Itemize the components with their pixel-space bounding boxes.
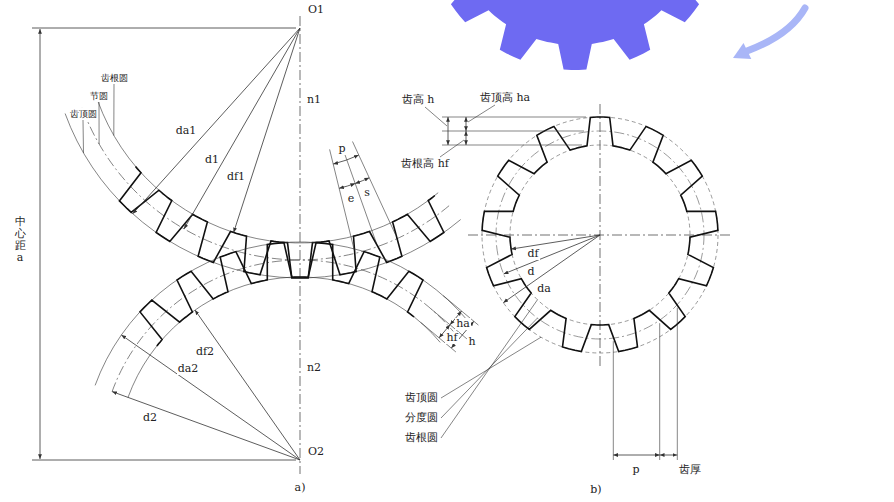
radius-line <box>195 310 300 460</box>
diagram-label: h <box>468 336 477 348</box>
leader-line <box>441 318 537 418</box>
extension-line <box>353 142 396 236</box>
extension-line <box>442 131 584 132</box>
radius-line <box>112 392 300 460</box>
diagram-label: hf <box>445 332 458 344</box>
radius-line <box>133 28 300 214</box>
diagram-label: p <box>338 143 347 155</box>
root-circle <box>128 277 440 397</box>
diagram-label: 齿顶高 ha <box>479 92 531 104</box>
diagram-label: e <box>347 193 356 205</box>
dimension-line <box>466 117 467 131</box>
diagram-label: 齿顶圆 <box>404 392 439 404</box>
gear-profile <box>482 117 718 352</box>
diagram-label: s <box>363 187 371 199</box>
diagram-label: df2 <box>195 346 215 358</box>
leader-line <box>441 300 538 438</box>
radius-line <box>503 235 600 303</box>
diagram-label: a) <box>294 482 307 494</box>
diagram-label: 齿厚 <box>678 464 702 476</box>
diagram-label: 中心距 a <box>14 216 27 264</box>
pitch-circle <box>496 131 704 339</box>
center-line <box>300 16 301 474</box>
diagram-label: 分度圆 <box>404 412 439 424</box>
leader-line <box>440 140 464 157</box>
upper-gear-profile <box>119 167 444 279</box>
dimension-line <box>40 29 41 459</box>
diagram-label: O1 <box>307 4 325 16</box>
extension-line <box>32 460 296 461</box>
diagram-label: n2 <box>306 362 322 374</box>
diagram-label: 齿根圆 <box>404 432 439 444</box>
leader-line <box>425 107 447 126</box>
diagram-label: 齿根圆 <box>100 74 129 83</box>
dimension-line <box>448 117 449 145</box>
diagram-label: ha <box>455 318 471 330</box>
diagram-label: 节圆 <box>89 92 109 101</box>
extension-line <box>442 117 586 118</box>
tip-circle <box>95 242 467 385</box>
extension-line <box>659 323 660 460</box>
dimension-line <box>613 455 659 456</box>
diagram-label: b) <box>589 484 602 496</box>
root-circle <box>510 145 690 325</box>
extension-line <box>442 145 582 146</box>
radius-line <box>511 235 600 249</box>
leader-line <box>99 102 100 144</box>
dimension-arc <box>339 184 355 189</box>
diagram-label: O2 <box>307 446 325 458</box>
diagram-label: d2 <box>142 412 158 424</box>
diagram-label: p <box>632 464 641 476</box>
radius-line <box>184 28 300 229</box>
diagram-label: d1 <box>204 154 220 166</box>
dimension-line <box>660 455 678 456</box>
decorative-arrow <box>747 8 805 51</box>
dimension-line <box>466 131 467 145</box>
root-circle <box>98 102 438 243</box>
decorative-arrow-head <box>733 43 751 59</box>
leader-line <box>113 84 114 136</box>
diagram-label: 齿顶圆 <box>69 110 98 119</box>
leader-line <box>441 337 541 398</box>
leader-line <box>468 105 495 122</box>
diagram-label: da1 <box>175 125 198 137</box>
tip-circle <box>65 114 461 278</box>
leader-line <box>83 120 85 153</box>
radius-line <box>121 335 300 460</box>
decorative-gear <box>427 0 724 70</box>
pitch-circle <box>82 107 449 260</box>
diagram-label: 齿根高 hf <box>400 158 450 170</box>
extension-line <box>613 341 614 460</box>
diagram-label: d <box>527 266 536 278</box>
tip-circle <box>482 117 718 353</box>
extension-line <box>342 146 377 243</box>
extension-line <box>677 308 678 460</box>
diagram-label: n1 <box>306 94 322 106</box>
diagram-label: df1 <box>226 171 246 183</box>
diagram-label: df <box>526 248 539 260</box>
diagram-label: da <box>536 283 552 295</box>
radius-line <box>234 28 300 233</box>
diagram-label: 齿高 h <box>401 94 436 106</box>
diagram-label: da2 <box>177 363 200 375</box>
lower-gear-profile <box>140 243 423 346</box>
dimension-arc <box>333 155 359 164</box>
radius-line <box>504 235 600 274</box>
extension-line <box>32 28 296 29</box>
dimension-arc <box>355 178 369 184</box>
